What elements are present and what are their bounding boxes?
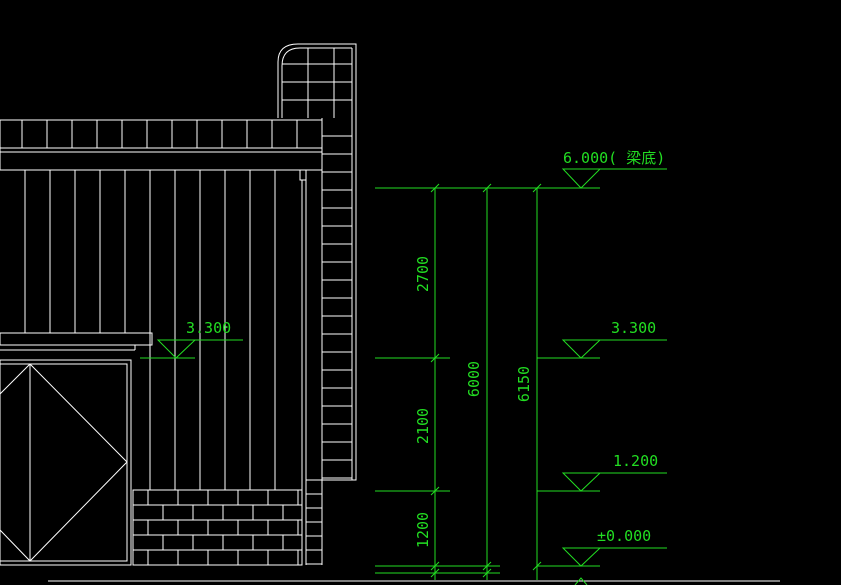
dimension-tick [532, 183, 542, 193]
dimension-tick [430, 561, 440, 571]
dimension-tick [482, 183, 492, 193]
parapet-outline [277, 43, 357, 481]
fascia-tile-grid [21, 120, 298, 148]
beam-bottom-elevation: 6.000( 梁底) [563, 149, 665, 167]
brick-pattern [133, 489, 302, 565]
door-diamond-top [0, 363, 31, 395]
pier-tile-grid [306, 118, 352, 565]
dimension-ticks [430, 183, 542, 578]
building-elevation [0, 43, 780, 582]
parapet-tile-grid [282, 48, 352, 118]
door-frame [0, 359, 132, 566]
ground-marker [574, 577, 588, 585]
dimension-tick [532, 561, 542, 571]
dim-text-lower: 1200 [414, 512, 432, 548]
dimension-tick [482, 568, 492, 578]
dim-text-middle: 2100 [414, 408, 432, 444]
level-mark-1200 [561, 472, 602, 492]
dimension-layer [140, 168, 667, 585]
level-mark-canopy [156, 339, 197, 359]
parapet-inner-curve [281, 47, 352, 67]
dimension-tick [482, 561, 492, 571]
level-mark-3300 [561, 339, 602, 359]
dimension-tick [430, 568, 440, 578]
dim-text-total-b: 6150 [515, 366, 533, 402]
canopy-slab [0, 332, 153, 346]
elevation-0000: ±0.000 [597, 527, 651, 545]
wall-siding-lines [24, 170, 276, 490]
dim-text-total-a: 6000 [465, 361, 483, 397]
dimension-tick [430, 353, 440, 363]
level-mark-6000 [561, 168, 602, 189]
canopy-elevation: 3.300 [186, 319, 231, 337]
elevation-1200: 1.200 [613, 452, 658, 470]
downpipe-head [299, 169, 307, 181]
dimension-tick [430, 486, 440, 496]
door-diamond [0, 363, 128, 562]
level-mark-0000 [561, 547, 602, 567]
elevation-3300: 3.300 [611, 319, 656, 337]
dim-text-upper: 2700 [414, 256, 432, 292]
dimension-tick [430, 183, 440, 193]
